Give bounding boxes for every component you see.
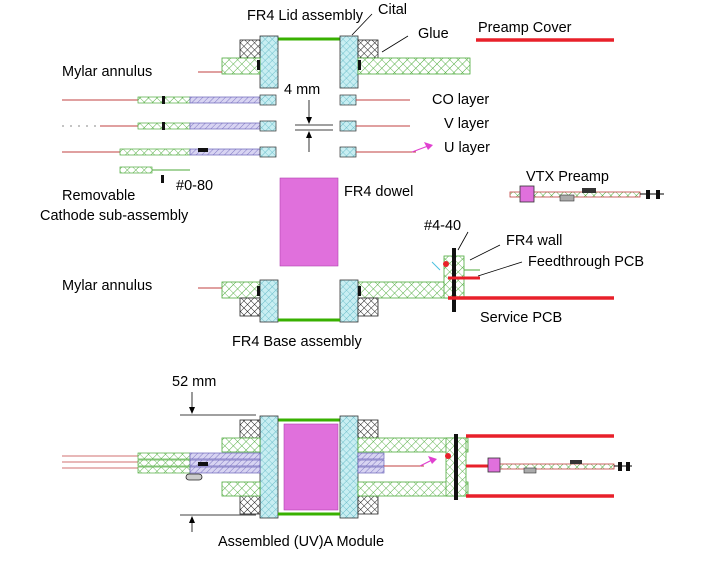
fr4-dowel [279, 177, 339, 267]
vtx-preamp [509, 185, 664, 203]
screw-small-label: #0-80 [176, 178, 213, 194]
height-label: 52 mm [172, 374, 216, 390]
glue-leader [381, 35, 409, 53]
wall-leader [469, 244, 501, 261]
screw-large-label: #4-40 [424, 218, 461, 234]
glue-label: Glue [418, 26, 449, 42]
lid-label: FR4 Lid assembly [247, 8, 364, 24]
vtx-preamp-label: VTX Preamp [526, 169, 609, 185]
cital-leader [351, 13, 373, 36]
lid-assembly [198, 35, 471, 89]
layer-stack [62, 94, 433, 183]
fr4-wall-label: FR4 wall [506, 233, 562, 249]
u-layer-label: U layer [444, 140, 490, 156]
gap-dimension [295, 100, 333, 152]
cital-label: Cital [378, 2, 407, 18]
v-layer-label: V layer [444, 116, 489, 132]
feedthrough-label: Feedthrough PCB [528, 254, 644, 270]
co-layer-label: CO layer [432, 92, 489, 108]
service-pcb-label: Service PCB [480, 310, 562, 326]
dowel-label: FR4 dowel [344, 184, 413, 200]
preamp-cover-label: Preamp Cover [478, 20, 572, 36]
removable-label-1: Removable [62, 188, 135, 204]
base-label: FR4 Base assembly [232, 334, 362, 350]
removable-label-2: Cathode sub-assembly [40, 208, 189, 224]
base-assembly [198, 248, 614, 323]
assembled-module [62, 392, 632, 532]
feedthrough-leader [477, 261, 523, 277]
mylar-top-label: Mylar annulus [62, 64, 152, 80]
screw-leader [457, 231, 469, 251]
assembled-label: Assembled (UV)A Module [218, 534, 384, 550]
gap-label: 4 mm [284, 82, 320, 98]
mylar-mid-label: Mylar annulus [62, 278, 152, 294]
